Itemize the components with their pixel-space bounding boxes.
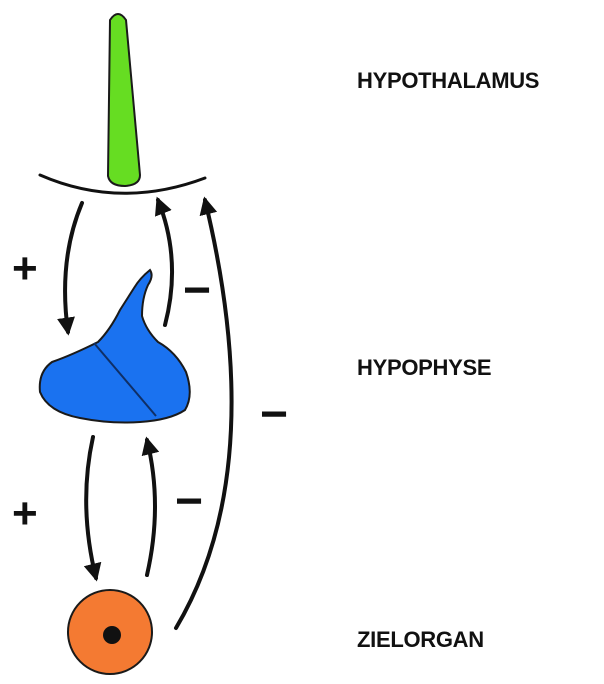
hypophyse-shape <box>40 270 190 423</box>
label-zielorgan: ZIELORGAN <box>357 627 484 652</box>
arrow-hypophyse-to-hypothalamus <box>158 200 172 325</box>
sign-minus-upper: − <box>183 264 211 317</box>
sign-minus-lower: − <box>175 475 203 528</box>
zielorgan-core-icon <box>103 626 121 644</box>
sign-plus-lower: + <box>12 489 38 538</box>
arrow-hypophyse-to-zielorgan <box>86 437 96 578</box>
sign-minus-long: − <box>260 388 288 441</box>
label-hypothalamus: HYPOTHALAMUS <box>357 68 539 93</box>
sign-plus-upper: + <box>12 244 38 293</box>
hypothalamus-shape <box>108 14 140 186</box>
arrow-zielorgan-to-hypophyse <box>147 440 155 575</box>
label-hypophyse: HYPOPHYSE <box>357 355 491 380</box>
arrow-hypothalamus-to-hypophyse <box>65 203 82 332</box>
